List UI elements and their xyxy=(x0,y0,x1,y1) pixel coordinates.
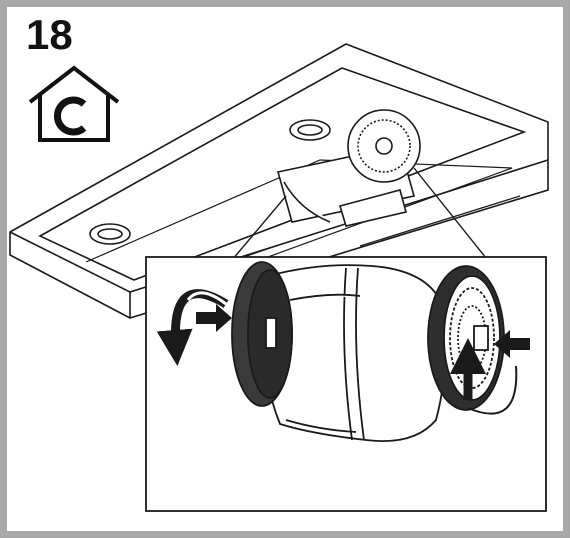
carbon-filter-left xyxy=(231,261,293,407)
motor-body xyxy=(264,264,447,442)
motor-housing xyxy=(276,109,421,227)
step-number: 18 xyxy=(26,11,73,58)
zoom-lines xyxy=(231,167,487,261)
push-arrow-icon-left xyxy=(196,304,232,332)
house-recirculation-icon xyxy=(28,65,120,142)
push-arrow-icon-right xyxy=(494,330,530,358)
ceiling-light-left xyxy=(89,223,131,245)
rotate-arrow-icon-right xyxy=(450,338,518,415)
ceiling-light-right xyxy=(289,119,331,141)
detail-inset xyxy=(145,256,547,512)
rotate-arrow-icon xyxy=(156,289,229,366)
